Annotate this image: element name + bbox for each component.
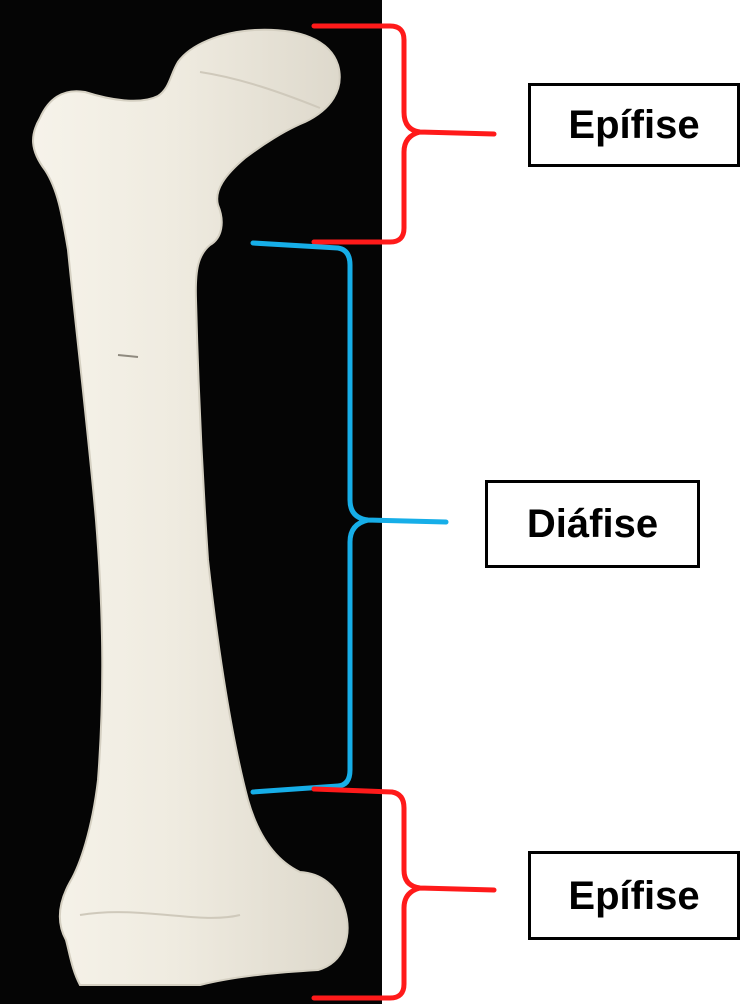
diaphysis-label: Diáfise — [485, 480, 700, 568]
bottom-epiphysis-label: Epífise — [528, 851, 740, 940]
top-epiphysis-label: Epífise — [528, 83, 740, 167]
